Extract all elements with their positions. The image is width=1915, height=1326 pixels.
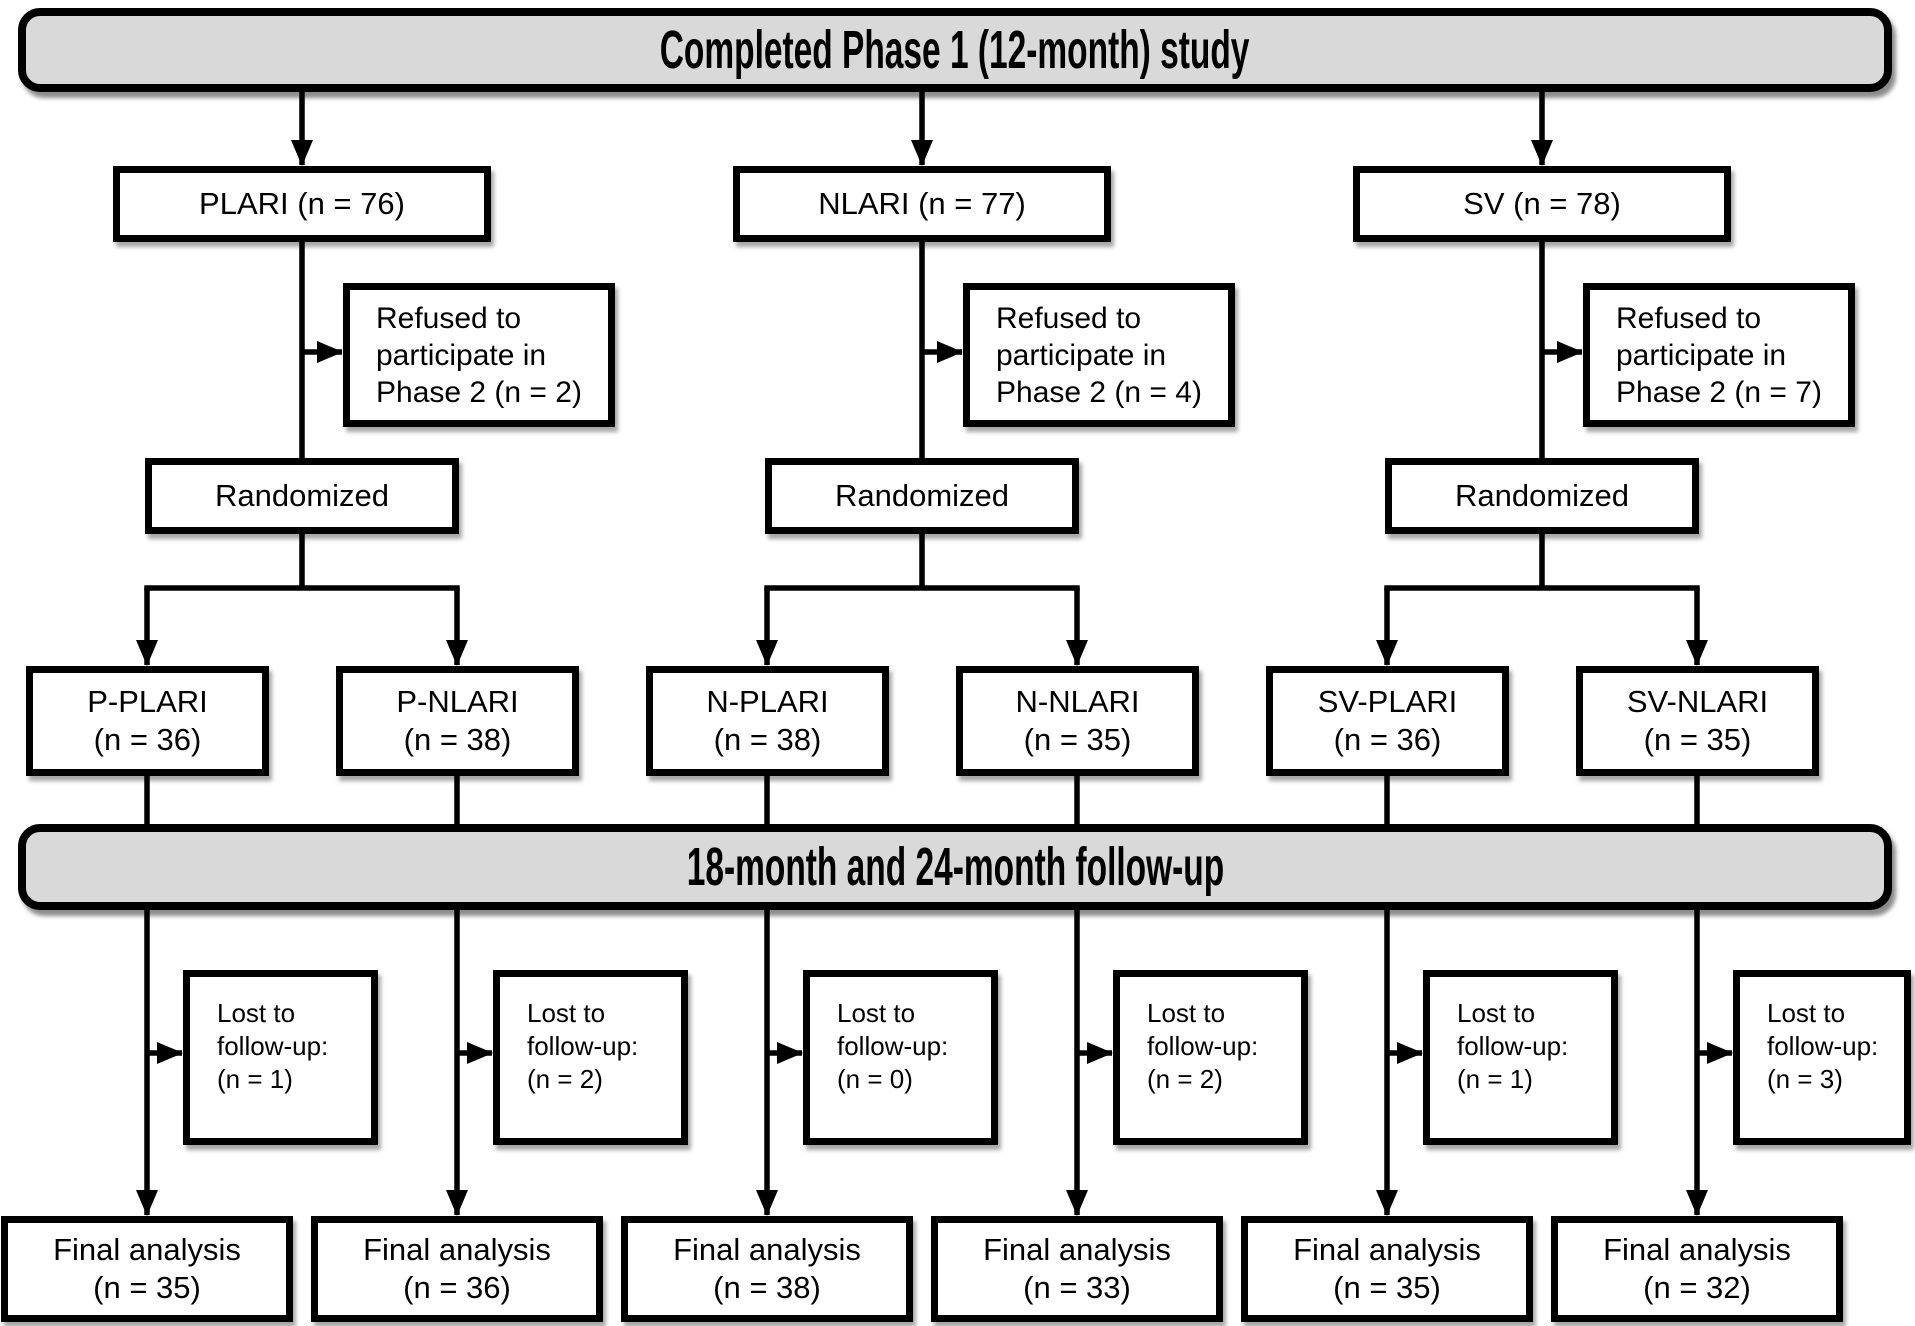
lost-box-p-plari: Lost to follow-up: (n = 1): [183, 970, 378, 1145]
lost-box-n-nlari: Lost to follow-up: (n = 2): [1113, 970, 1308, 1145]
header-title: Completed Phase 1 (12-month) study: [660, 20, 1250, 80]
group-box-n-plari: N-PLARI (n = 38): [646, 666, 889, 776]
group-box-p-nlari: P-NLARI (n = 38): [336, 666, 579, 776]
refused-line: Refused to: [1616, 301, 1762, 335]
arm-label: SV (n = 78): [1463, 186, 1621, 221]
randomized-box-plari: Randomized: [145, 458, 459, 534]
final-label: Final analysis: [983, 1232, 1171, 1267]
final-box-sv-nlari: Final analysis (n = 32): [1551, 1216, 1843, 1322]
group-name: P-PLARI: [87, 684, 208, 719]
randomized-label: Randomized: [834, 478, 1010, 513]
refused-line: Phase 2 (n = 2): [376, 375, 582, 409]
refused-line: participate in: [996, 338, 1167, 372]
randomized-box-nlari: Randomized: [765, 458, 1079, 534]
arm-box-sv: SV (n = 78): [1353, 166, 1731, 242]
lost-line: (n = 2): [1147, 1064, 1223, 1094]
refused-box-nlari: Refused to participate in Phase 2 (n = 4…: [963, 283, 1235, 427]
final-n: (n = 38): [713, 1270, 821, 1305]
refused-line: participate in: [1616, 338, 1787, 372]
lost-line: (n = 3): [1767, 1064, 1843, 1094]
lost-line: (n = 2): [527, 1064, 603, 1094]
lost-line: Lost to: [217, 998, 296, 1028]
group-n: (n = 35): [1023, 722, 1132, 757]
lost-line: follow-up:: [837, 1031, 949, 1061]
group-name: N-PLARI: [706, 684, 829, 719]
lost-line: Lost to: [1457, 998, 1536, 1028]
followup-title: 18-month and 24-month follow-up: [686, 837, 1224, 897]
group-name: SV-PLARI: [1317, 684, 1458, 719]
arm-box-plari: PLARI (n = 76): [113, 166, 491, 242]
final-label: Final analysis: [1603, 1232, 1791, 1267]
lost-line: Lost to: [837, 998, 916, 1028]
final-label: Final analysis: [53, 1232, 241, 1267]
final-box-p-plari: Final analysis (n = 35): [1, 1216, 293, 1322]
group-n: (n = 38): [713, 722, 822, 757]
group-n: (n = 36): [93, 722, 202, 757]
group-name: P-NLARI: [396, 684, 519, 719]
arm-label: PLARI (n = 76): [199, 186, 405, 221]
lost-line: Lost to: [527, 998, 606, 1028]
final-box-n-plari: Final analysis (n = 38): [621, 1216, 913, 1322]
refused-box-sv: Refused to participate in Phase 2 (n = 7…: [1583, 283, 1855, 427]
lost-line: (n = 0): [837, 1064, 913, 1094]
lost-line: follow-up:: [217, 1031, 329, 1061]
final-n: (n = 32): [1643, 1270, 1751, 1305]
group-box-n-nlari: N-NLARI (n = 35): [956, 666, 1199, 776]
randomized-label: Randomized: [214, 478, 390, 513]
group-n: (n = 35): [1643, 722, 1752, 757]
lost-line: Lost to: [1147, 998, 1226, 1028]
randomized-box-sv: Randomized: [1385, 458, 1699, 534]
header-bar: Completed Phase 1 (12-month) study: [18, 8, 1892, 92]
refused-box-plari: Refused to participate in Phase 2 (n = 2…: [343, 283, 615, 427]
group-box-p-plari: P-PLARI (n = 36): [26, 666, 269, 776]
final-n: (n = 36): [403, 1270, 511, 1305]
group-n: (n = 36): [1333, 722, 1442, 757]
arm-box-nlari: NLARI (n = 77): [733, 166, 1111, 242]
arm-label: NLARI (n = 77): [818, 186, 1026, 221]
refused-line: participate in: [376, 338, 547, 372]
final-label: Final analysis: [363, 1232, 551, 1267]
randomized-label: Randomized: [1454, 478, 1630, 513]
refused-line: Phase 2 (n = 4): [996, 375, 1202, 409]
final-box-p-nlari: Final analysis (n = 36): [311, 1216, 603, 1322]
lost-line: follow-up:: [1767, 1031, 1879, 1061]
final-label: Final analysis: [1293, 1232, 1481, 1267]
refused-line: Phase 2 (n = 7): [1616, 375, 1822, 409]
lost-box-sv-plari: Lost to follow-up: (n = 1): [1423, 970, 1618, 1145]
lost-line: follow-up:: [1457, 1031, 1569, 1061]
lost-line: follow-up:: [527, 1031, 639, 1061]
lost-line: (n = 1): [217, 1064, 293, 1094]
final-n: (n = 35): [93, 1270, 201, 1305]
group-box-sv-nlari: SV-NLARI (n = 35): [1576, 666, 1819, 776]
refused-line: Refused to: [376, 301, 522, 335]
final-label: Final analysis: [673, 1232, 861, 1267]
final-box-n-nlari: Final analysis (n = 33): [931, 1216, 1223, 1322]
lost-line: follow-up:: [1147, 1031, 1259, 1061]
lost-line: (n = 1): [1457, 1064, 1533, 1094]
lost-box-p-nlari: Lost to follow-up: (n = 2): [493, 970, 688, 1145]
refused-line: Refused to: [996, 301, 1142, 335]
group-name: N-NLARI: [1015, 684, 1140, 719]
final-n: (n = 35): [1333, 1270, 1441, 1305]
group-n: (n = 38): [403, 722, 512, 757]
lost-box-sv-nlari: Lost to follow-up: (n = 3): [1733, 970, 1911, 1145]
final-box-sv-plari: Final analysis (n = 35): [1241, 1216, 1533, 1322]
followup-bar: 18-month and 24-month follow-up: [18, 824, 1892, 910]
final-n: (n = 33): [1023, 1270, 1131, 1305]
lost-box-n-plari: Lost to follow-up: (n = 0): [803, 970, 998, 1145]
group-box-sv-plari: SV-PLARI (n = 36): [1266, 666, 1509, 776]
group-name: SV-NLARI: [1626, 684, 1769, 719]
lost-line: Lost to: [1767, 998, 1846, 1028]
